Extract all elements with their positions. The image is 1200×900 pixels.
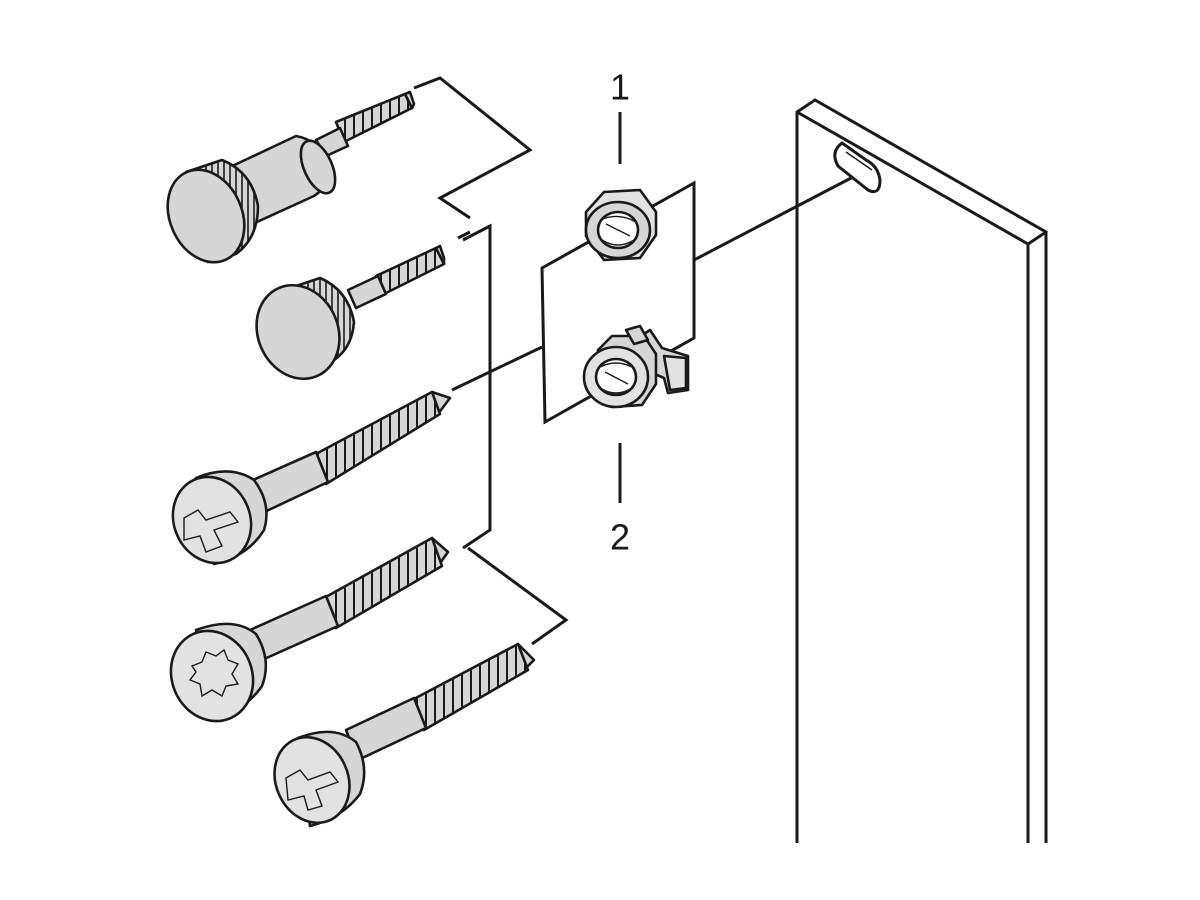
callout-1: 1: [610, 67, 630, 108]
rail-slot: [833, 141, 882, 194]
thumb-screw-small: [255, 244, 446, 381]
screw-to-nut-leader: [451, 345, 543, 392]
clip-nut: [582, 324, 690, 409]
nut-to-panel-leader: [693, 175, 854, 262]
screw-group-bracket: [462, 223, 492, 550]
cage-nut: [584, 188, 658, 262]
thumb-screw-bracket: [413, 76, 533, 220]
pan-head-screw-pozidriv-short: [273, 642, 536, 828]
thumb-screw-bracket-tick: [457, 230, 471, 240]
callout-2: 2: [610, 517, 630, 558]
thumb-screw-large: [166, 90, 416, 264]
mounting-rail: [795, 98, 1048, 843]
leader-lines: [413, 76, 854, 646]
pan-head-screw-pozidriv: [171, 390, 452, 566]
pan-head-screw-torx: [169, 536, 450, 723]
lower-screw-bracket: [467, 546, 569, 646]
